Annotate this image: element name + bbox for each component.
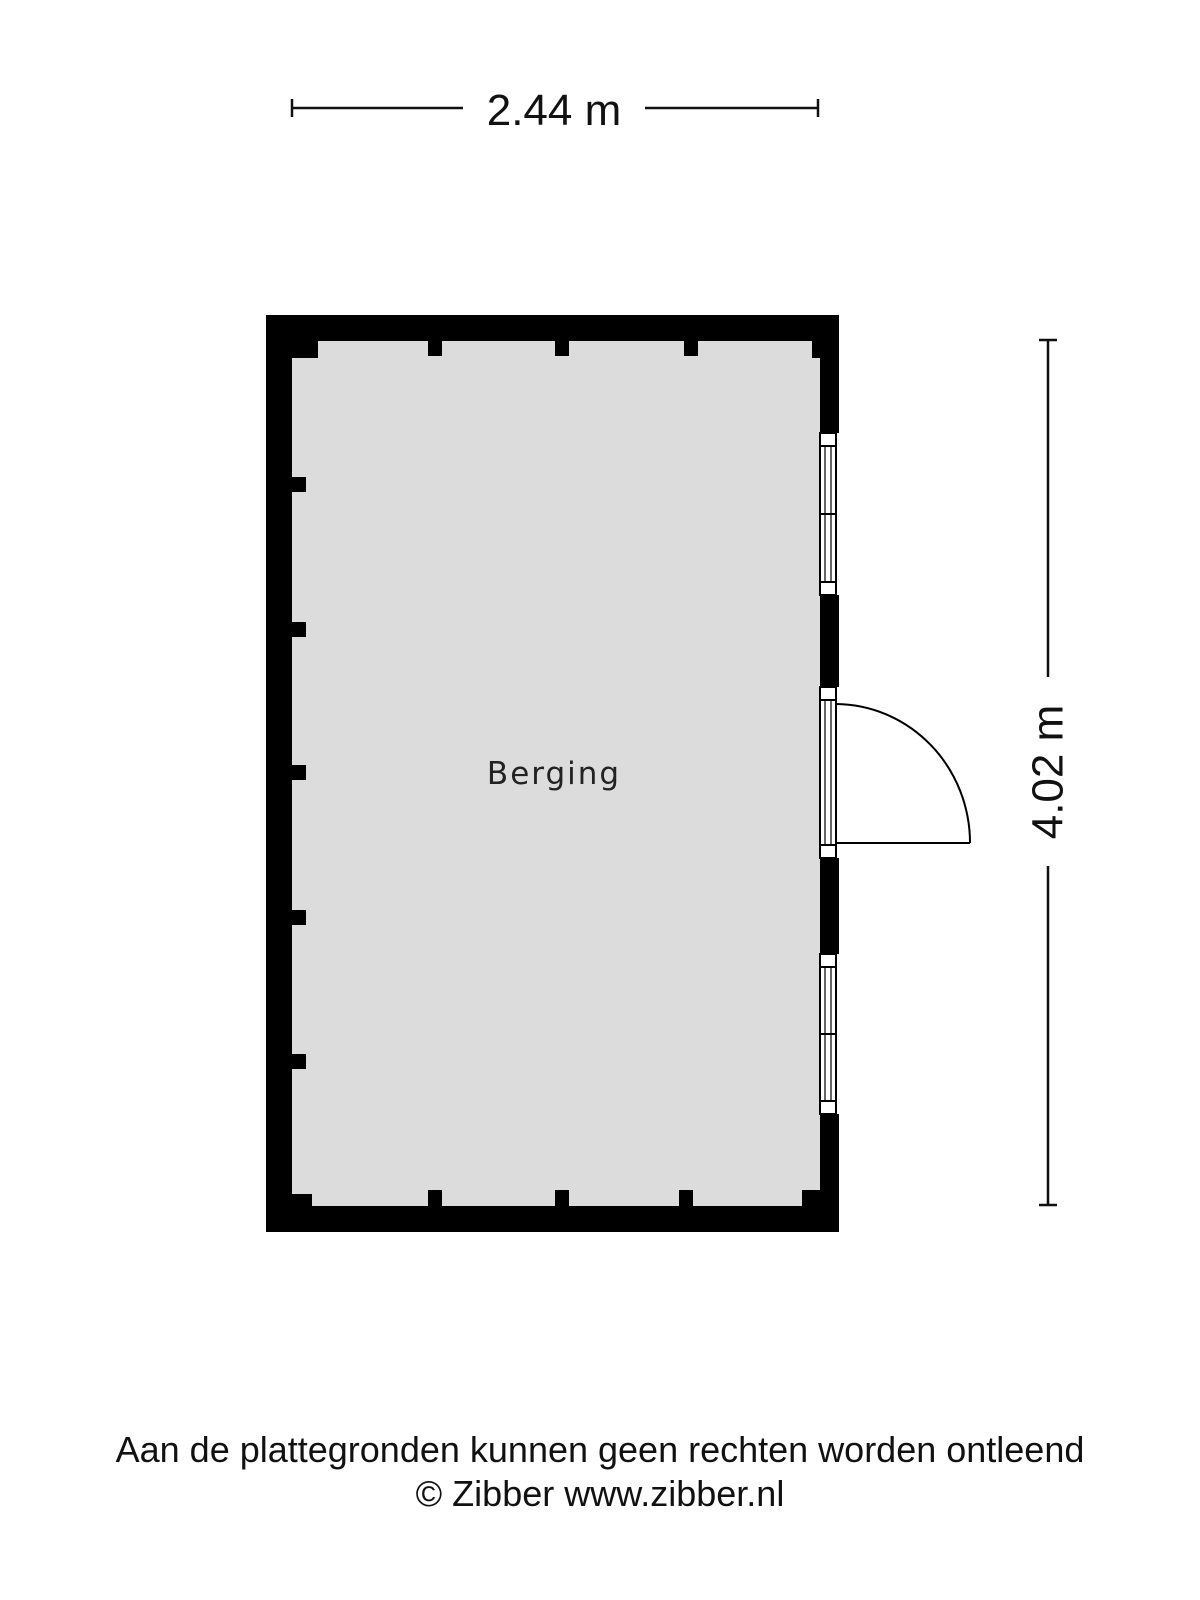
wall-post	[555, 1190, 569, 1206]
wall-post	[292, 622, 306, 637]
width-label: 2.44 m	[487, 86, 622, 135]
corner-post	[812, 341, 820, 358]
depth-dimension: 4.02 m	[1024, 338, 1073, 1207]
wall-right-segment	[820, 315, 839, 433]
window-lower	[819, 953, 837, 1115]
footer-disclaimer: Aan de plattegronden kunnen geen rechten…	[115, 1429, 1085, 1470]
room-floor	[292, 341, 820, 1206]
width-dimension: 2.44 m	[290, 86, 820, 135]
wall-right-segment	[820, 1114, 839, 1232]
wall-post	[292, 1054, 306, 1069]
window-upper	[819, 432, 837, 596]
wall-post	[292, 477, 306, 492]
wall-top	[266, 315, 839, 341]
footer-copyright: © Zibber www.zibber.nl	[415, 1473, 785, 1514]
wall-left	[266, 315, 292, 1232]
corner-post	[292, 341, 318, 358]
wall-right-segment	[820, 858, 839, 954]
wall-post	[555, 341, 569, 356]
wall-post	[684, 341, 698, 356]
wall-post	[292, 765, 306, 780]
depth-label: 4.02 m	[1024, 705, 1073, 840]
wall-post	[428, 1190, 442, 1206]
wall-post	[292, 910, 306, 925]
wall-posts	[292, 341, 820, 1206]
door-swing	[835, 703, 971, 844]
corner-post	[292, 1194, 312, 1206]
door	[819, 686, 837, 859]
wall-right-segment	[820, 595, 839, 687]
wall-post	[428, 341, 442, 356]
wall-post	[679, 1190, 693, 1206]
wall-bottom	[266, 1206, 839, 1232]
walls	[266, 315, 839, 1232]
corner-post	[802, 1190, 820, 1206]
room-label: Berging	[487, 756, 621, 792]
